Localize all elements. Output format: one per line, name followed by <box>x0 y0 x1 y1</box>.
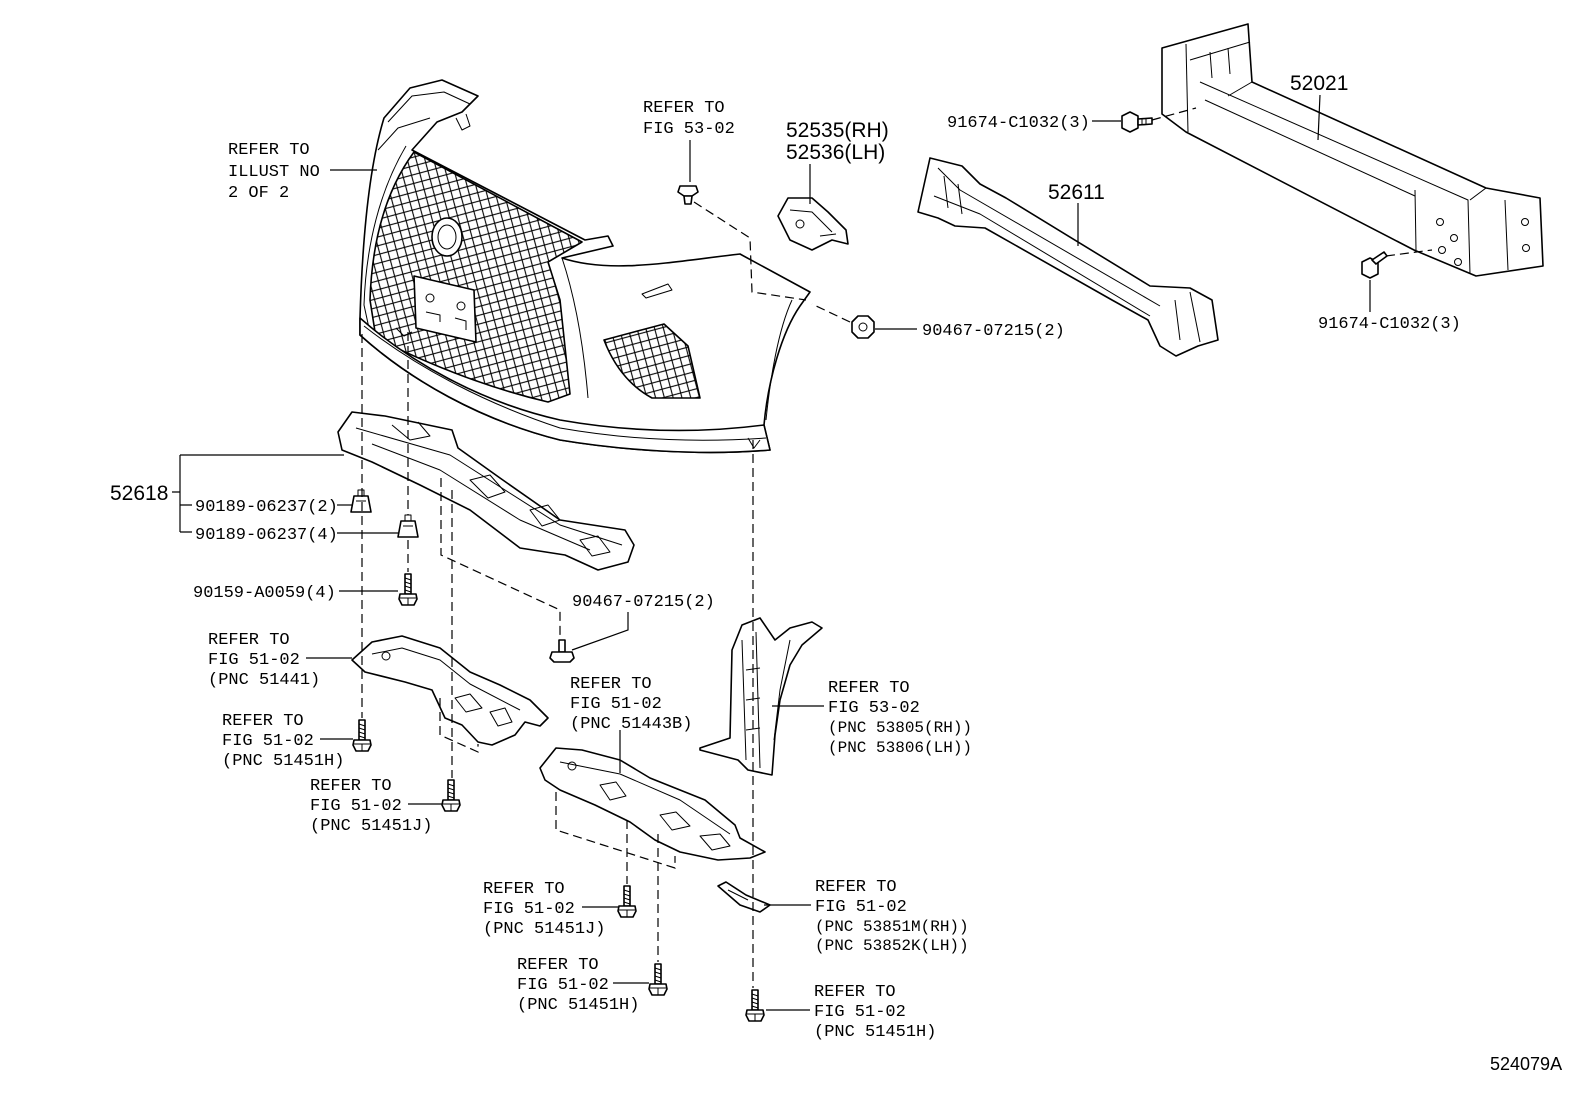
callout-text: ILLUST NO <box>228 163 320 182</box>
callout-text: (PNC 51451H) <box>222 752 344 771</box>
callout-text: FIG 53-02 <box>828 699 920 718</box>
callout-text: FIG 51-02 <box>814 1003 906 1022</box>
callout-text: FIG 51-02 <box>208 651 300 670</box>
part-number: 52021 <box>1290 72 1348 95</box>
lh-under-cover <box>351 635 549 746</box>
callout-text: FIG 51-02 <box>815 898 907 917</box>
part-number: 52536(LH) <box>786 141 885 164</box>
callout-text: (PNC 53851M(RH)) <box>815 918 969 936</box>
callout-text: (PNC 51451J) <box>483 920 605 939</box>
bolt-icon <box>1121 111 1153 133</box>
callout-text: REFER TO <box>310 777 392 796</box>
part-number: 52611 <box>1048 181 1105 204</box>
fog-lamp-bezel <box>603 323 701 399</box>
callout-text: FIG 51-02 <box>570 695 662 714</box>
bolt-icon <box>648 963 668 996</box>
bolt-icon <box>745 989 765 1022</box>
screw-icon <box>398 573 418 606</box>
part-number: 90467-07215(2) <box>922 322 1065 341</box>
callout-text: (PNC 53806(LH)) <box>828 739 972 757</box>
callout-text: (PNC 53805(RH)) <box>828 719 972 737</box>
clip-icon <box>851 315 875 339</box>
part-number: 90189-06237(2) <box>195 498 338 517</box>
fender-liner <box>699 617 823 776</box>
callout-text: (PNC 51441) <box>208 671 320 690</box>
engine-undercover <box>337 411 635 571</box>
callout-text: (PNC 51451J) <box>310 817 432 836</box>
callout-text: REFER TO <box>643 99 725 118</box>
clip-icon <box>677 185 699 205</box>
part-number: 90189-06237(4) <box>195 526 338 545</box>
bolt-icon <box>441 779 461 812</box>
bolt-icon <box>352 719 372 752</box>
callout-text: REFER TO <box>483 880 565 899</box>
part-number: 90159-A0059(4) <box>193 584 336 603</box>
bumper-side-seal <box>717 881 771 913</box>
bolt-icon <box>1361 251 1388 279</box>
callout-text: 2 OF 2 <box>228 184 289 203</box>
figure-code: 524079A <box>1490 1054 1562 1074</box>
callout-text: FIG 51-02 <box>517 976 609 995</box>
part-number: 52618 <box>110 482 168 505</box>
bolt-icon <box>617 885 637 918</box>
callout-text: REFER TO <box>517 956 599 975</box>
callout-text: REFER TO <box>815 878 897 897</box>
callout-text: REFER TO <box>208 631 290 650</box>
front-bumper-cover <box>359 79 811 454</box>
nut-icon <box>350 489 372 513</box>
callout-text: (PNC 51451H) <box>517 996 639 1015</box>
callout-text: FIG 51-02 <box>222 732 314 751</box>
center-under-cover <box>539 747 766 861</box>
bumper-reinforcement <box>1161 23 1544 277</box>
bumper-energy-absorber <box>917 157 1219 357</box>
callout-text: REFER TO <box>814 983 896 1002</box>
part-number: 91674-C1032(3) <box>947 114 1090 133</box>
part-number: 90467-07215(2) <box>572 593 715 612</box>
part-number: 91674-C1032(3) <box>1318 315 1461 334</box>
callout-text: (PNC 51451H) <box>814 1023 936 1042</box>
callout-text: REFER TO <box>828 679 910 698</box>
license-plate-mount <box>413 275 477 343</box>
callout-text: FIG 51-02 <box>310 797 402 816</box>
callout-text: REFER TO <box>228 141 310 160</box>
callout-text: (PNC 51443B) <box>570 715 692 734</box>
lower-spoiler <box>359 317 771 454</box>
callout-text: (PNC 53852K(LH)) <box>815 937 969 955</box>
nut-icon <box>397 514 419 538</box>
callout-text: FIG 53-02 <box>643 120 735 139</box>
emblem <box>431 217 463 257</box>
callout-text: REFER TO <box>222 712 304 731</box>
part-number: 52535(RH) <box>786 119 889 142</box>
bumper-retainer <box>777 197 849 251</box>
callout-text: FIG 51-02 <box>483 900 575 919</box>
callout-text: REFER TO <box>570 675 652 694</box>
leader-lines <box>172 94 1371 1011</box>
assembly-lines <box>361 107 1433 988</box>
clip-icon <box>549 639 575 663</box>
